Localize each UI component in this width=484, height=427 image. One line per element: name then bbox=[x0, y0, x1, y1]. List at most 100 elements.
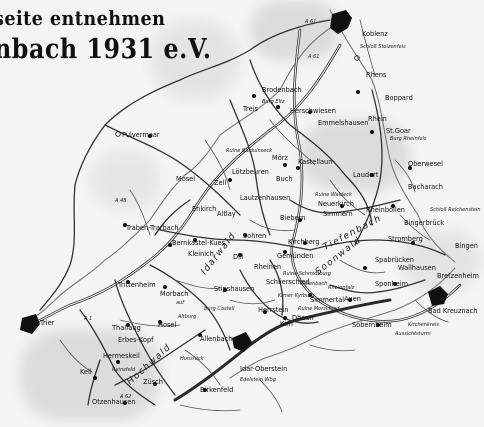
landmark-kirner-kyrburg: Kirner Kyrburg bbox=[278, 293, 314, 299]
town-dill: Dill bbox=[233, 253, 244, 261]
castle-marker-icon bbox=[354, 55, 360, 61]
maar-marker-icon bbox=[115, 131, 121, 137]
town-treis: Treis bbox=[242, 105, 259, 113]
town-erbes-kopf: Erbes-Kopf bbox=[118, 336, 154, 344]
town-sohren: Sohren bbox=[243, 232, 266, 240]
town-moerz: Mörz bbox=[272, 154, 288, 162]
town-laudert: Laudert bbox=[353, 171, 379, 179]
town-otzenhausen: Otzenhausen bbox=[92, 398, 136, 406]
background-shade bbox=[400, 230, 480, 290]
landmark-kirchenkreis: Kirchenkreis bbox=[408, 322, 439, 328]
town-kirn: Kirn bbox=[280, 320, 293, 328]
town-morbach: Morbach bbox=[160, 290, 188, 298]
town-kleinich: Kleinich bbox=[188, 250, 214, 258]
landmark-burg-rheinfels: Burg Rheinfels bbox=[390, 136, 427, 142]
town-sponheim: Sponheim bbox=[375, 280, 408, 288]
minor-roads bbox=[59, 19, 449, 413]
landmark-aussichtsturm: Aussichtsturm bbox=[394, 331, 431, 337]
town-trittenheim: Trittenheim bbox=[117, 281, 156, 289]
landmark-burg-castell: Burg Castell bbox=[204, 306, 235, 312]
landmark-ruine-schmidtburg: Ruine Schmidtburg bbox=[283, 271, 331, 277]
town-mosel: Mosel bbox=[176, 175, 195, 183]
town-birkenfeld: Birkenfeld bbox=[200, 386, 233, 394]
town-wallhausen: Wallhausen bbox=[398, 264, 436, 272]
town-sobernheim: Sobernheim bbox=[352, 321, 392, 329]
town-kell: Kell bbox=[80, 368, 92, 376]
town-spabruecken: Spabrücken bbox=[375, 256, 414, 264]
secondary-roads bbox=[39, 19, 446, 406]
town-rheinboellen: Rheinböllen bbox=[366, 206, 405, 214]
headline-line-2: nbach 1931 e.V. bbox=[0, 34, 212, 65]
landmark-altburg: Altburg bbox=[177, 314, 196, 320]
city-badkreuznach-marker bbox=[428, 286, 448, 306]
town-biebern: Biebern bbox=[280, 214, 305, 222]
town-stipshausen: Stipshausen bbox=[214, 285, 254, 293]
landmark-schloss-reichenstein: Schloß Reichenstein bbox=[430, 207, 481, 213]
town-stromberg: Stromberg bbox=[388, 235, 423, 243]
city-idaroberstein-marker bbox=[232, 332, 252, 352]
city-koblenz-marker bbox=[330, 10, 352, 34]
town-kastellaun: Kastellaun bbox=[298, 158, 332, 166]
town-oberwesel: Oberwesel bbox=[408, 160, 443, 168]
headline-line-1: seite entnehmen bbox=[0, 6, 166, 30]
town-gemuenden: Gemünden bbox=[277, 252, 313, 260]
landmark-edelstein-wbg: Edelstein Wbg bbox=[240, 377, 276, 383]
background-shade bbox=[20, 330, 160, 420]
highway-b41 bbox=[173, 298, 392, 402]
town-simmertal: Simmertal bbox=[310, 296, 344, 304]
town-boppard: Boppard bbox=[385, 94, 413, 102]
city-trier-marker bbox=[20, 314, 40, 334]
river-mosel bbox=[24, 24, 336, 323]
town-lautzenhausen: Lautzenhausen bbox=[240, 194, 290, 202]
road-a48-label: A 48 bbox=[114, 198, 126, 204]
town-bacharach: Bacharach bbox=[408, 183, 443, 191]
town-bad-kreuznach: Bad Kreuznach bbox=[428, 307, 477, 315]
road-a1-label: A 1 bbox=[83, 316, 92, 322]
river-nahe bbox=[229, 267, 456, 379]
landmark-rheinpfalz: Rheinpfalz bbox=[328, 285, 355, 291]
town-traben-trarbach: Traben-Trarbach bbox=[125, 224, 179, 232]
town-pulvermaar: Pulvermaar bbox=[122, 131, 160, 139]
town-hermeskeil: Hermeskeil bbox=[103, 352, 140, 360]
town-rheinen: Rheinen bbox=[254, 263, 281, 271]
town-auen: Auen bbox=[344, 295, 361, 303]
town-koblenz: Koblenz bbox=[362, 30, 388, 38]
landmark-ruine-balduinseck: Ruine Balduinseck bbox=[226, 148, 273, 154]
road-a62-label: A 62 bbox=[119, 394, 131, 400]
town-hosel: Hosel bbox=[158, 321, 176, 329]
town-brodenbach: Brodenbach bbox=[262, 86, 302, 94]
river-rhein bbox=[329, 9, 456, 263]
background-shade bbox=[300, 120, 410, 190]
town-idar-oberstein: Idar-Oberstein bbox=[240, 365, 287, 373]
town-simmern: Simmern bbox=[323, 210, 353, 218]
town-herrstein: Herrstein bbox=[258, 306, 288, 314]
town-loetzbeuren: Lötzbeuren bbox=[232, 168, 269, 176]
town-trier: Trier bbox=[39, 319, 55, 327]
town-rhens: Rhens bbox=[366, 71, 387, 79]
town-altlay: Altlay bbox=[217, 210, 236, 218]
road-a61-label: A 61 bbox=[304, 19, 316, 25]
landmark-burg-eltz: Burg Eltz bbox=[262, 99, 285, 105]
town-thalfang: Thalfang bbox=[111, 324, 141, 332]
town-allenbach: Allenbach bbox=[200, 335, 232, 343]
background-shade bbox=[90, 150, 160, 210]
town-kirchberg: Kirchberg bbox=[288, 238, 320, 246]
landmark-kellenbach: Kellenbach bbox=[300, 281, 327, 287]
landmark-ruine-morschied: Ruine Morschied bbox=[298, 306, 340, 312]
town-zell: Zell bbox=[214, 179, 226, 187]
town-rhein: Rhein bbox=[368, 115, 387, 123]
landmark-auf: auf bbox=[176, 300, 185, 306]
town-bingen: Bingen bbox=[455, 242, 478, 250]
town-herschwiesen: Herschwiesen bbox=[290, 107, 336, 115]
landmark-hunsrueck: Hunsrück bbox=[180, 356, 205, 362]
town-dots bbox=[93, 90, 415, 405]
background-shade bbox=[250, 0, 340, 60]
town-neuerkirch: Neuerkirch bbox=[318, 200, 354, 208]
town-schlierschied: Schlierschied bbox=[266, 278, 310, 286]
town-bingerbrueck: Bingerbrück bbox=[404, 219, 444, 227]
town-st-goar: St.Goar bbox=[386, 127, 411, 135]
town-enkirch: Enkirch bbox=[192, 205, 216, 213]
landmark-ruine-waldeck: Ruine Waldeck bbox=[315, 192, 353, 198]
